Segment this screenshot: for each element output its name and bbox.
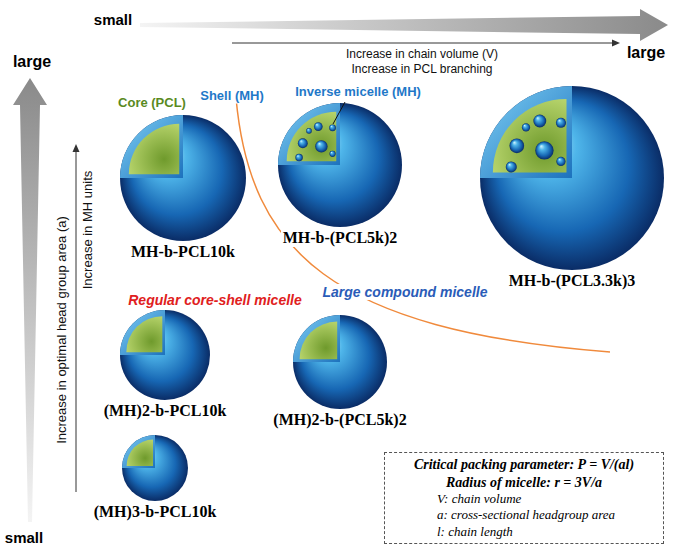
inverse-micelle (329, 151, 335, 157)
inverse-micelle (506, 161, 517, 172)
shell-cut (293, 315, 340, 362)
polymer-name: (MH)2-b-(PCL5k)2 (271, 411, 408, 429)
symbol-definition: V: chain volume (391, 491, 657, 507)
polymer-name: MH-b-(PCL5k)2 (281, 229, 400, 247)
regime-label: Regular core-shell micelle (126, 292, 304, 308)
part-label: Core (PCL) (116, 96, 188, 111)
part-label: Shell (MH) (198, 89, 266, 104)
formula-text: Radius of micelle: r = 3V/a (391, 474, 657, 492)
shell-surface (122, 435, 188, 501)
headgroup-arrow (73, 144, 80, 492)
core-cut (127, 440, 153, 466)
sphere-drawing (480, 86, 664, 270)
leader-line (333, 102, 345, 124)
symbol-definition: a: cross-sectional headgroup area (391, 507, 657, 523)
polymer-name: (MH)3-b-PCL10k (92, 503, 219, 521)
inverse-micelle (535, 141, 553, 159)
part-label: Inverse micelle (MH) (293, 85, 423, 100)
shell-cut (278, 103, 340, 165)
micelle-sphere: (MH)2-b-(PCL5k)2 (269, 315, 410, 429)
polymer-name: (MH)2-b-PCL10k (102, 402, 229, 420)
micelle-sphere: (MH)3-b-PCL10k (90, 435, 221, 521)
core-cut (287, 112, 337, 162)
regime-label: Large compound micelle (321, 284, 490, 300)
axis-end-label: small (92, 11, 134, 28)
inverse-micelle (298, 138, 308, 148)
shell-cut (122, 435, 155, 468)
inverse-micelle (329, 124, 336, 131)
size-arrow-vertical (13, 78, 47, 522)
chain-volume-arrow (232, 40, 620, 47)
axis-caption: Increase in MH units (81, 169, 96, 292)
axis-caption: Increase in chain volume (V) (344, 48, 500, 62)
inverse-micelle (556, 157, 565, 166)
shell-surface (278, 103, 402, 227)
axis-end-label: small (3, 529, 45, 546)
inverse-micelle (295, 154, 302, 161)
axis-caption: Increase in optimal head group area (a) (55, 214, 70, 446)
formula-text: Critical packing parameter: P = V/(al) (391, 456, 657, 474)
shell-surface (293, 315, 387, 409)
symbol-definition: l: chain length (391, 524, 657, 540)
polymer-name: MH-b-(PCL3.3k)3 (507, 272, 638, 290)
micelle-sphere: MH-b-PCL10k (120, 115, 246, 261)
polymer-name: MH-b-PCL10k (129, 243, 237, 261)
core-cut (300, 322, 338, 360)
inverse-micelle (556, 118, 566, 128)
inverse-micelle (315, 140, 327, 152)
shell-surface (120, 115, 246, 241)
inverse-micelle (306, 128, 312, 134)
inverse-micelle (522, 123, 530, 131)
inverse-micelle (314, 122, 323, 131)
shell-cut (480, 86, 572, 178)
core-cut (129, 124, 179, 174)
axis-end-label: large (11, 53, 53, 71)
size-arrow-horizontal (140, 9, 668, 41)
sphere-drawing (120, 115, 246, 241)
shell-cut (120, 310, 165, 355)
formula-box: Critical packing parameter: P = V/(al)Ra… (384, 452, 664, 544)
axis-caption: Increase in PCL branching (350, 63, 495, 77)
sphere-drawing (120, 310, 210, 400)
core-cut (126, 316, 162, 352)
core-cut (493, 99, 567, 173)
shell-surface (480, 86, 664, 270)
sphere-drawing (278, 103, 402, 227)
sphere-drawing (293, 315, 387, 409)
micelle-sphere: MH-b-(PCL3.3k)3 (480, 86, 664, 290)
sphere-drawing (122, 435, 188, 501)
micelle-sphere: (MH)2-b-PCL10k (100, 310, 231, 420)
inverse-micelle (509, 138, 524, 153)
axis-end-label: large (625, 44, 667, 62)
shell-cut (120, 115, 183, 178)
shell-surface (120, 310, 210, 400)
micelle-sphere: MH-b-(PCL5k)2 (278, 103, 402, 247)
inverse-micelle (533, 115, 546, 128)
